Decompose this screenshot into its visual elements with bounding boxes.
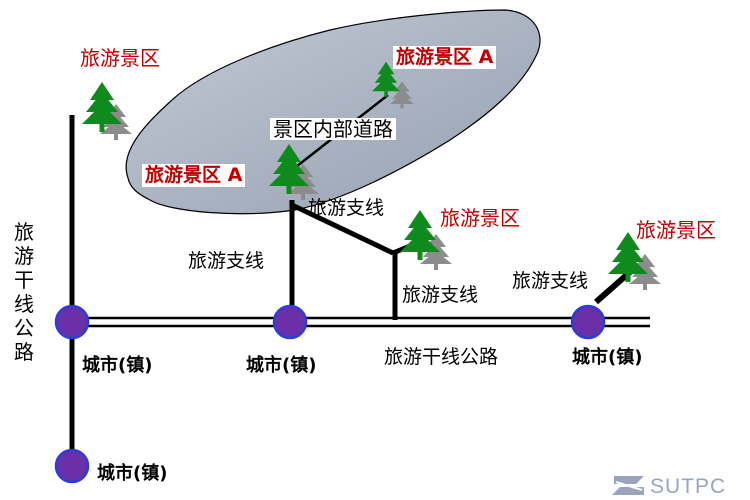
branch-road-label: 旅游支线 <box>402 284 479 306</box>
scenic-area-a-label: 旅游景区 A <box>142 164 246 187</box>
sutpc-logo-text: SUTPC <box>650 475 727 498</box>
city-label: 城市(镇) <box>82 355 153 376</box>
branch-upper-road-a <box>290 202 395 256</box>
scenic-area-a-label: 旅游景区 A <box>393 46 497 69</box>
branch-right-road <box>594 269 632 305</box>
city-node-icon <box>54 304 90 340</box>
scenic-area-label: 旅游景区 <box>80 46 160 70</box>
city-node-icon <box>272 304 308 340</box>
highway-vertical-label: 旅游干线公路 <box>14 220 34 364</box>
city-label: 城市(镇) <box>97 463 168 484</box>
city-label: 城市(镇) <box>246 355 317 376</box>
city-node-icon <box>54 448 90 484</box>
city-node-icon <box>570 304 606 340</box>
city-label: 城市(镇) <box>572 347 643 368</box>
road-network <box>69 94 650 465</box>
branch-road-label: 旅游支线 <box>308 197 385 219</box>
internal-road-label: 景区内部道路 <box>270 118 396 140</box>
branch-road-label: 旅游支线 <box>188 250 265 272</box>
branch-road-label: 旅游支线 <box>512 270 589 292</box>
sutpc-logo-icon <box>612 476 644 495</box>
scenic-area-label: 旅游景区 <box>440 206 520 230</box>
highway-label: 旅游干线公路 <box>384 346 499 368</box>
scenic-area-label: 旅游景区 <box>636 218 716 242</box>
tree-icon <box>82 82 132 140</box>
